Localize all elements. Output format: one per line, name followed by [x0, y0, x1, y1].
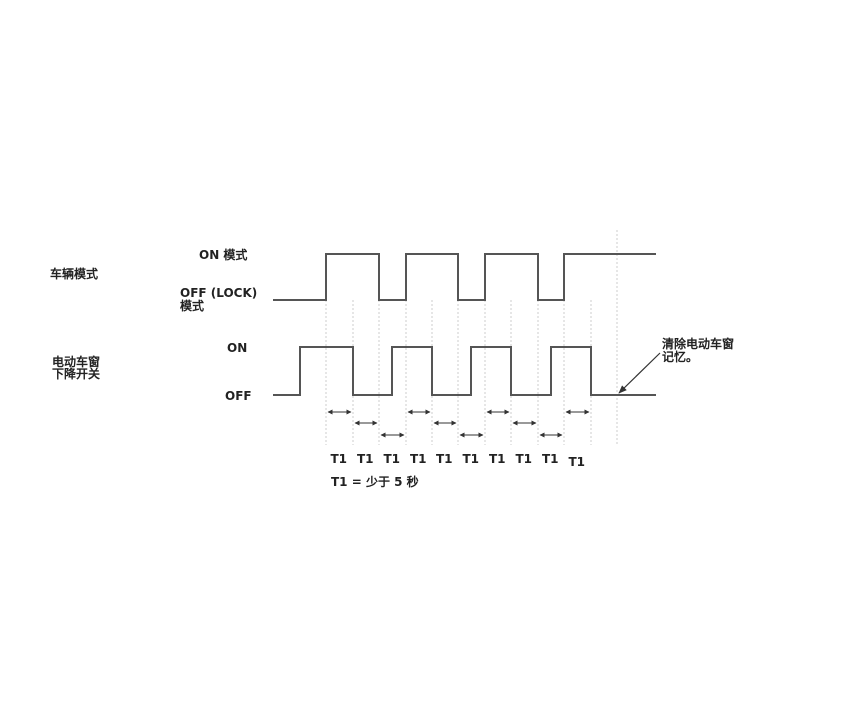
t1-label: T1	[489, 452, 506, 466]
t1-label: T1	[568, 455, 586, 469]
annotation-line1: 清除电动车窗	[662, 337, 735, 351]
t1-label: T1	[542, 452, 559, 466]
t1-label: T1	[357, 452, 374, 466]
t1-interval-arrows	[327, 409, 590, 438]
timing-guide-lines	[325, 230, 618, 445]
t1-label: T1	[383, 452, 401, 466]
annotation-line2: 记忆。	[662, 350, 699, 364]
t1-label: T1	[462, 452, 480, 466]
window-switch-label-line1: 电动车窗	[52, 355, 101, 369]
t1-legend: T1 = 少于 5 秒	[331, 475, 419, 489]
window-switch-waveform	[273, 346, 656, 396]
off-lock-label-line1: OFF (LOCK)	[180, 286, 258, 300]
off-lock-label-line2: 模式	[180, 299, 205, 313]
annotation-arrow	[618, 352, 661, 394]
vehicle-mode-label: 车辆模式	[50, 267, 99, 281]
t1-label: T1	[436, 452, 453, 466]
t1-label: T1	[410, 452, 427, 466]
off-label: OFF	[225, 389, 252, 403]
t1-label: T1	[330, 452, 348, 466]
window-switch-label-line2: 下降开关	[52, 367, 101, 381]
vehicle-mode-waveform	[273, 253, 656, 301]
on-mode-label: ON 模式	[199, 248, 248, 262]
on-label: ON	[227, 341, 248, 355]
t1-label: T1	[515, 452, 533, 466]
